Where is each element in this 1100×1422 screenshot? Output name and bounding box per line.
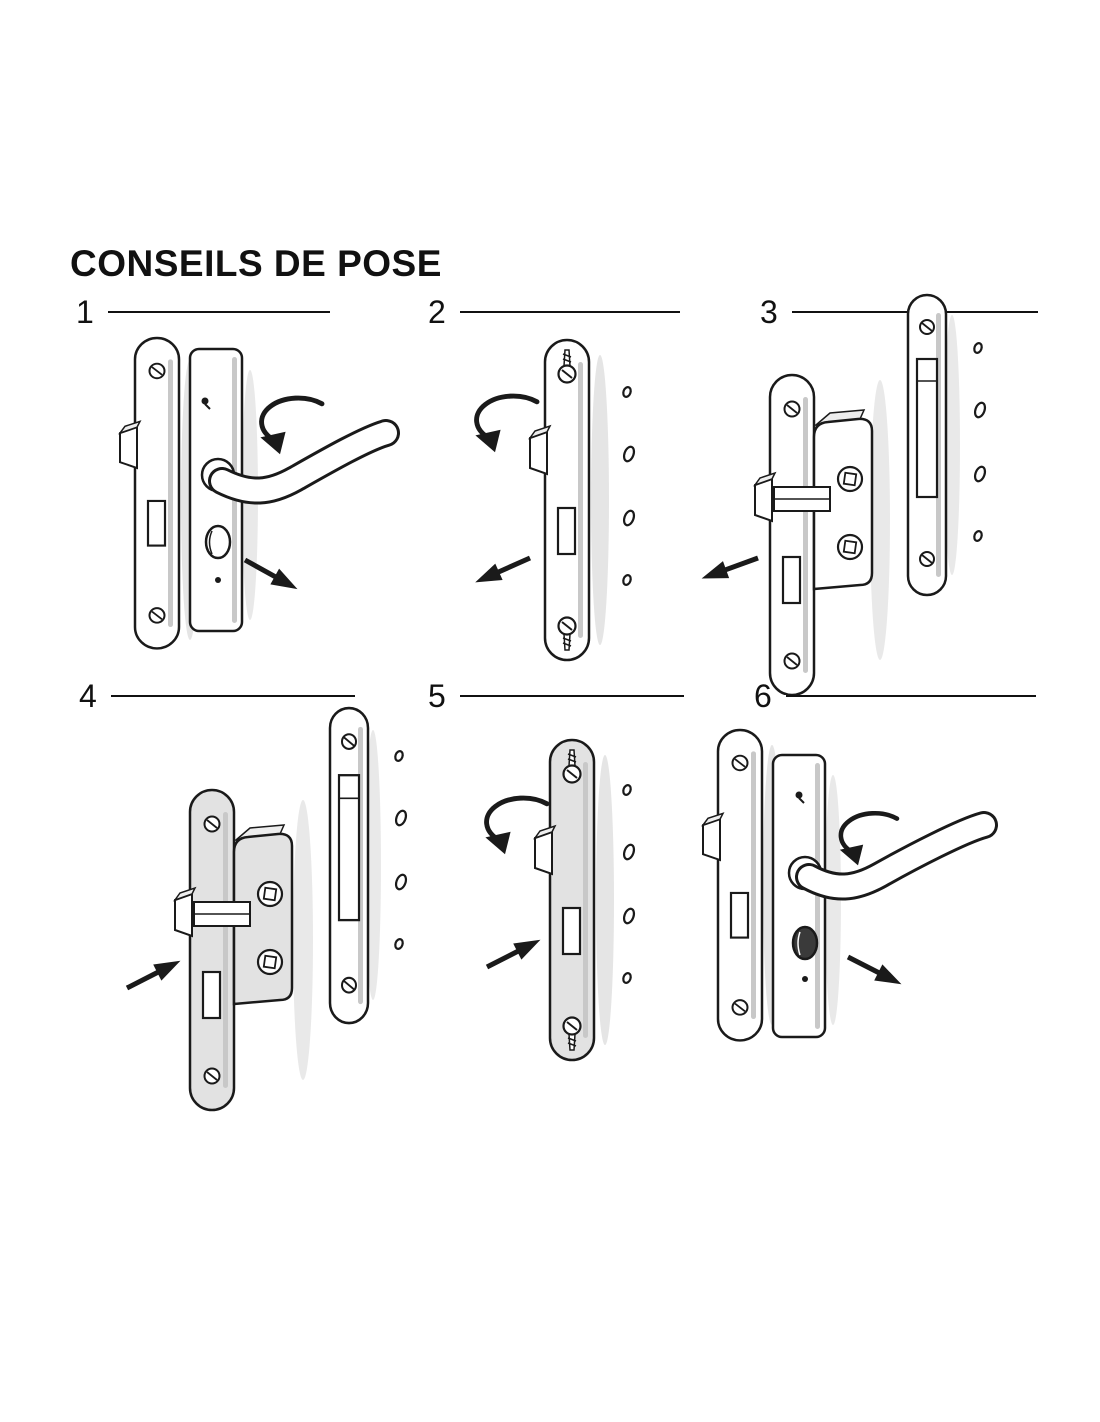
faceplate [118,336,181,650]
direction-arrow-icon [844,949,906,992]
direction-arrow-icon [123,953,185,996]
keyhole-icon [795,791,805,804]
step-3-illustration [690,293,988,695]
step-4-illustration [105,706,409,1112]
cast-shadow [944,315,960,575]
thumb-turn [204,524,232,583]
lever-handle [200,419,400,505]
step-6-number: 6 [754,678,772,714]
lever-handle [787,811,998,901]
step-1-rule [107,311,330,313]
cast-shadow [870,380,890,660]
step-6-rule [785,695,1036,697]
cast-shadow [293,800,313,1080]
step-5-illustration [455,738,637,1062]
step-4-number: 4 [79,678,97,714]
door-holes [620,783,637,985]
direction-arrow-icon [472,550,534,591]
cast-shadow [591,355,609,645]
step-5-number: 5 [428,678,446,714]
keyhole-icon [201,397,211,410]
step-2-illustration [455,338,637,662]
strike-plate [328,706,370,1025]
step-2-rule [459,311,680,313]
direction-arrow-icon [483,932,545,975]
direction-arrow-icon [699,550,762,587]
step-2-header: 2 [428,296,680,328]
step-5-rule [459,695,684,697]
cast-shadow [825,775,841,1025]
step-1-illustration [118,336,400,650]
thumb-turn [791,925,819,982]
mortise-lock-body [753,373,874,695]
cast-shadow [596,755,614,1045]
step-5-header: 5 [428,680,684,712]
step-4-rule [110,695,355,697]
step-6-header: 6 [754,680,1036,712]
mortise-lock-body [173,788,294,1112]
step-2-number: 2 [428,294,446,330]
rotation-arrow-icon [260,398,322,454]
rotation-arrow-icon [475,396,537,452]
faceplate [528,338,591,662]
door-holes [971,341,988,543]
step-4-header: 4 [79,680,355,712]
page-title: CONSEILS DE POSE [70,243,442,284]
step-1-header: 1 [76,296,330,328]
step-3-number: 3 [760,294,778,330]
strike-plate [906,293,948,597]
door-holes [392,749,409,951]
faceplate [533,738,596,1062]
step-1-number: 1 [76,294,94,330]
door-holes [620,385,637,587]
faceplate [701,728,764,1042]
step-6-illustration [701,728,998,1042]
